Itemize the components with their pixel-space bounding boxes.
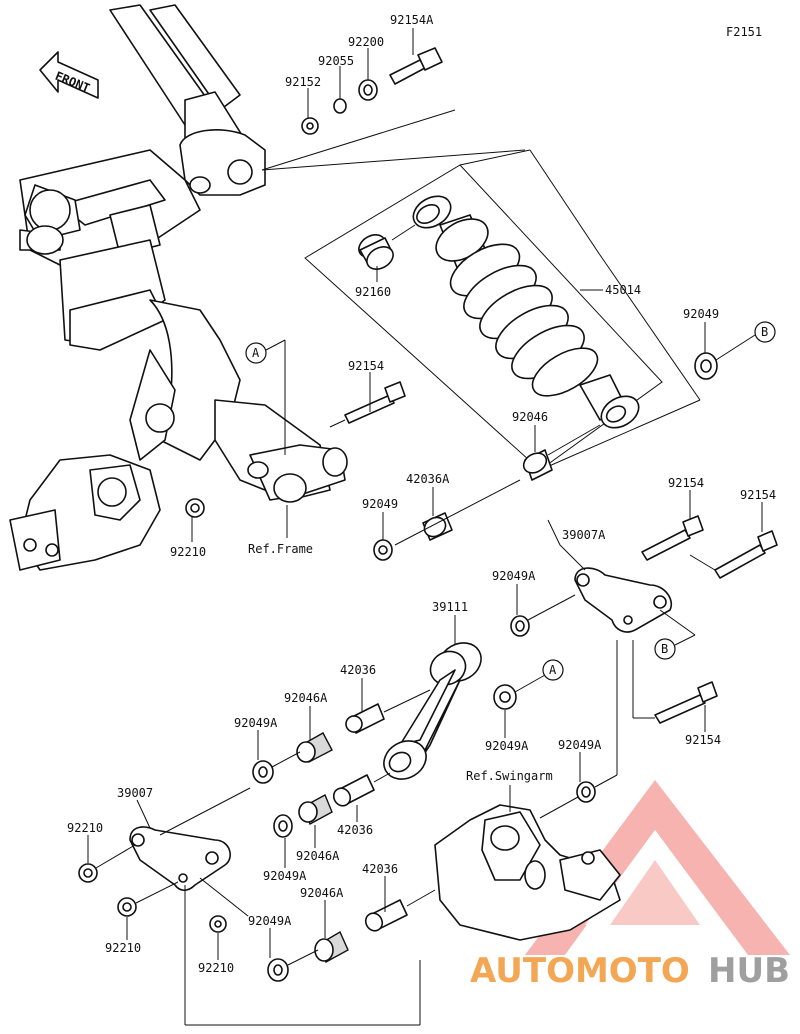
bolt-92154-r2 (714, 530, 778, 579)
bushing-92160 (358, 224, 416, 270)
swingarm-reference (434, 804, 621, 941)
label-39007A: 39007A (562, 528, 606, 542)
label-92046: 92046 (512, 410, 548, 424)
washer-92049A-c (252, 760, 274, 784)
label-92046A-a: 92046A (284, 691, 328, 705)
label-92055: 92055 (318, 54, 354, 68)
nut-92152 (301, 117, 319, 135)
part-labels: F2151 92154A 92200 92055 92152 92160 450… (67, 13, 776, 975)
bearing-92046A-a (296, 732, 333, 763)
label-42036A: 42036A (406, 472, 450, 486)
washer-92200 (358, 79, 378, 101)
label-leaders (87, 28, 763, 960)
washer-92049A-d (576, 781, 596, 803)
bushing-92046 (522, 424, 601, 481)
label-92049A-f: 92049A (248, 914, 292, 928)
callout-a-upper: A (245, 339, 286, 455)
label-92049A-c: 92049A (234, 716, 278, 730)
figure-code: F2151 (726, 25, 762, 39)
washer-92049-mid (373, 539, 393, 561)
spacer-42036-c (364, 899, 408, 932)
callout-b-lower: B (654, 609, 696, 660)
label-42036-c: 42036 (362, 862, 398, 876)
frame-assembly (9, 4, 348, 571)
shock-absorber-45014 (412, 195, 640, 429)
label-92049A-a: 92049A (492, 569, 536, 583)
label-92049A-e: 92049A (263, 869, 307, 883)
label-92154-r1: 92154 (668, 476, 704, 490)
label-92049-top: 92049 (683, 307, 719, 321)
spacer-42036A (422, 512, 453, 541)
label-39111: 39111 (432, 600, 468, 614)
label-92049-mid: 92049 (362, 497, 398, 511)
nut-92210-a (78, 863, 98, 883)
callout-b-lower-text: B (661, 642, 668, 656)
label-92049A-d: 92049A (558, 738, 602, 752)
callout-b-upper-text: B (761, 325, 768, 339)
label-92210-a: 92210 (67, 821, 103, 835)
label-92152: 92152 (285, 75, 321, 89)
callout-a-lower-text: A (549, 663, 557, 677)
bolt-92154-r1 (641, 515, 704, 561)
bearing-92046A-c (314, 930, 349, 963)
washer-92049A-f (267, 958, 289, 982)
label-45014: 45014 (605, 283, 641, 297)
label-92046A-b: 92046A (296, 849, 340, 863)
callout-b-upper: B (754, 321, 776, 343)
link-39111 (383, 642, 482, 780)
bolt-92154A (389, 47, 443, 85)
callout-a-upper-text: A (252, 346, 260, 360)
washer-92049A-e (273, 814, 293, 838)
callout-a-lower: A (542, 659, 564, 681)
label-92160: 92160 (355, 285, 391, 299)
tie-rod-plate-39007A (574, 567, 672, 633)
label-92210-c: 92210 (198, 961, 234, 975)
bearing-92046A-b (298, 794, 333, 825)
spacer-42036-a (345, 703, 385, 734)
washer-92049A-a (510, 615, 530, 637)
watermark-text-primary: AUTOMOTO (470, 951, 690, 991)
watermark-text: AUTOMOTO HUB (470, 951, 790, 991)
label-92154A: 92154A (390, 13, 434, 27)
label-92046A-c: 92046A (300, 886, 344, 900)
nut-92210-c (209, 915, 227, 933)
tie-rod-plate-39007 (129, 826, 231, 892)
label-42036-b: 42036 (337, 823, 373, 837)
shock-assembly-box (304, 149, 701, 471)
watermark-text-secondary: HUB (708, 951, 790, 991)
label-92200: 92200 (348, 35, 384, 49)
label-42036-a: 42036 (340, 663, 376, 677)
nut-92210-b (117, 897, 137, 917)
spacer-42036-b (332, 774, 375, 807)
label-92154-r2: 92154 (740, 488, 776, 502)
label-39007: 39007 (117, 786, 153, 800)
label-92154-mid: 92154 (348, 359, 384, 373)
bolt-92154-mid (344, 381, 406, 424)
label-ref-swingarm: Ref.Swingarm (466, 769, 553, 783)
washer-92055 (333, 98, 347, 114)
washer-92049A-b (493, 684, 517, 710)
label-ref-frame: Ref.Frame (248, 542, 313, 556)
bolt-92154-low (654, 681, 718, 724)
label-92154-low: 92154 (685, 733, 721, 747)
nut-92210-left (185, 498, 205, 518)
front-direction-arrow: FRONT (39, 51, 99, 99)
label-92210-b: 92210 (105, 941, 141, 955)
label-92210-left: 92210 (170, 545, 206, 559)
washer-92049-top (694, 334, 756, 380)
label-92049A-b: 92049A (485, 739, 529, 753)
